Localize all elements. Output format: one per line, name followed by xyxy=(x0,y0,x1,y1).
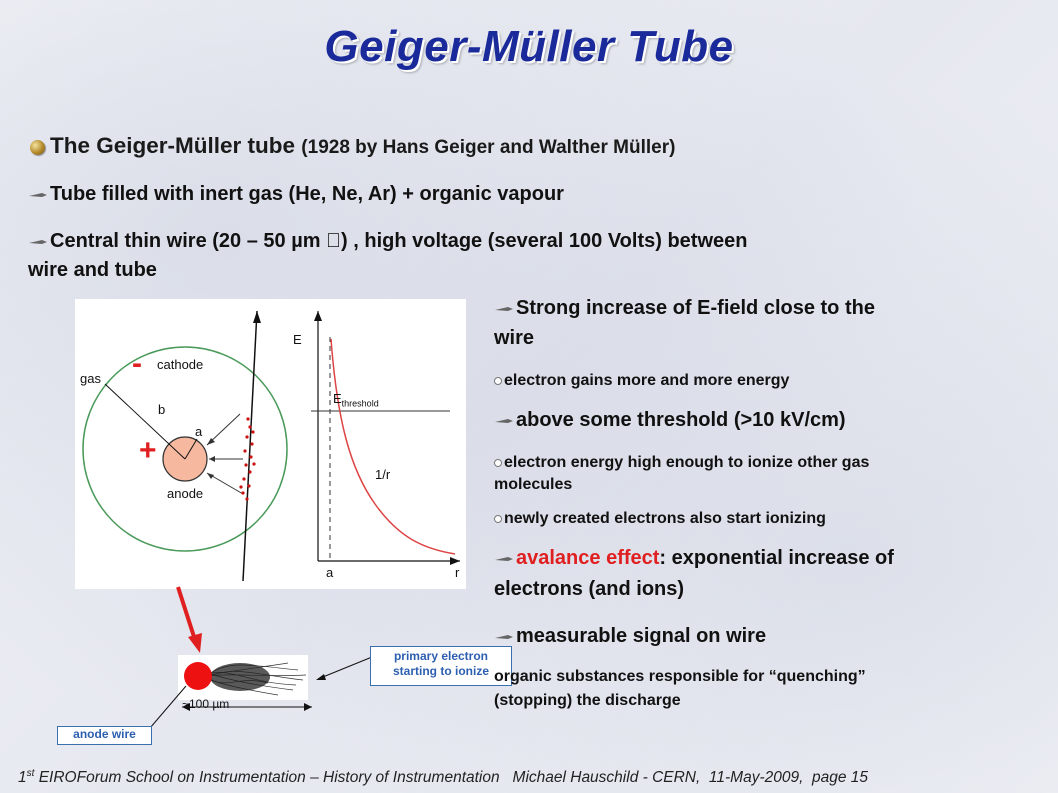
sub-bullet-wire-line2: wire and tube xyxy=(28,259,157,281)
efield-line1-text: Strong increase of E-field close to the xyxy=(516,297,875,319)
axis-a-label: a xyxy=(326,565,334,580)
minus-sign: - xyxy=(132,347,142,380)
scale-arrow xyxy=(182,703,312,711)
plus-sign: + xyxy=(139,434,157,467)
primary-electron-line2: starting to ionize xyxy=(393,664,489,678)
e-axis-label: E xyxy=(293,332,302,347)
avalanche-figure xyxy=(178,655,308,700)
arrow-bullet-icon xyxy=(29,239,47,244)
a-label: a xyxy=(195,424,203,439)
main-bullet-bold: The Geiger-Müller tube xyxy=(50,133,296,158)
circle-bullet-icon xyxy=(494,458,502,467)
red-pointer-arrow xyxy=(176,586,202,653)
footer-sup: st xyxy=(26,768,35,779)
measurable-line: measurable signal on wire xyxy=(494,625,766,648)
newly-created-line: newly created electrons also start ioniz… xyxy=(494,510,826,528)
e-threshold-label: Ethreshold xyxy=(333,391,379,409)
arrow-bullet-icon xyxy=(495,556,513,561)
avalance-rest-text: : exponential increase of xyxy=(659,547,894,569)
measurable-text: measurable signal on wire xyxy=(516,625,767,647)
primary-electron-line1: primary electron xyxy=(393,649,489,663)
b-label: b xyxy=(158,402,166,417)
threshold-line: above some threshold (>10 kV/cm) xyxy=(494,409,846,432)
electron-gains: electron gains more and more energy xyxy=(494,372,789,390)
efield-line2: wire xyxy=(494,327,535,349)
scale-label: ~100 µm xyxy=(182,697,230,711)
e-threshold-sub: threshold xyxy=(341,398,379,409)
gold-bullet-icon xyxy=(30,140,45,155)
footer-text: EIROForum School on Instrumentation – Hi… xyxy=(34,769,869,787)
threshold-text: above some threshold (>10 kV/cm) xyxy=(516,409,846,431)
ionize-line1-text: electron energy high enough to ionize ot… xyxy=(504,454,870,471)
slide-title: Geiger-Müller Tube xyxy=(324,22,734,71)
geiger-tube-diagram: - + cathode gas b a anode E Ethreshold 1… xyxy=(75,299,466,589)
ionize-line2: molecules xyxy=(494,476,573,493)
arrow-bullet-icon xyxy=(29,192,47,197)
sub-bullet-wire-text: Central thin wire (20 – 50 µm  ) , high … xyxy=(50,230,748,252)
diagram-svg xyxy=(82,310,460,582)
sub-bullet-gas-text: Tube filled with inert gas (He, Ne, Ar) … xyxy=(50,183,564,205)
efield-line1: Strong increase of E-field close to the xyxy=(494,297,875,320)
circle-bullet-icon xyxy=(494,514,502,523)
avalance-red-text: avalance effect xyxy=(516,547,660,569)
avalance-line1: avalance effect: exponential increase of xyxy=(494,547,894,570)
main-bullet-paren: (1928 by Hans Geiger and Walther Müller) xyxy=(301,137,676,158)
sub-bullet-gas: Tube filled with inert gas (He, Ne, Ar) … xyxy=(28,183,564,206)
sub-bullet-wire: Central thin wire (20 – 50 µm  ) , high … xyxy=(28,230,747,253)
ionize-line1: electron energy high enough to ionize ot… xyxy=(494,454,869,472)
electron-gains-text: electron gains more and more energy xyxy=(504,372,790,389)
footer-ordinal: 1 xyxy=(18,769,27,787)
avalanche-svg xyxy=(184,662,307,696)
e-threshold-e: E xyxy=(333,391,342,406)
avalance-line2: electrons (and ions) xyxy=(494,578,685,600)
one-over-r-label: 1/r xyxy=(375,467,391,482)
arrow-bullet-icon xyxy=(495,418,513,423)
newly-created-text: newly created electrons also start ioniz… xyxy=(504,510,826,527)
anode-wire-label: anode wire xyxy=(57,726,152,745)
cathode-label: cathode xyxy=(157,357,204,372)
organic-line2: (stopping) the discharge xyxy=(494,692,681,709)
gas-label: gas xyxy=(80,371,101,386)
anode-wire-pointer xyxy=(149,685,187,729)
anode-label: anode xyxy=(167,486,204,501)
axis-r-label: r xyxy=(455,565,460,580)
main-bullet: The Geiger-Müller tube (1928 by Hans Gei… xyxy=(50,133,675,159)
arrow-bullet-icon xyxy=(495,306,513,311)
arrow-bullet-icon xyxy=(495,634,513,639)
organic-line1: organic substances responsible for “quen… xyxy=(494,668,866,685)
circle-bullet-icon xyxy=(494,376,502,385)
slide-footer: 1st EIROForum School on Instrumentation … xyxy=(18,768,868,787)
primary-pointer-line xyxy=(316,656,373,680)
primary-electron-label: primary electron starting to ionize xyxy=(370,646,512,686)
